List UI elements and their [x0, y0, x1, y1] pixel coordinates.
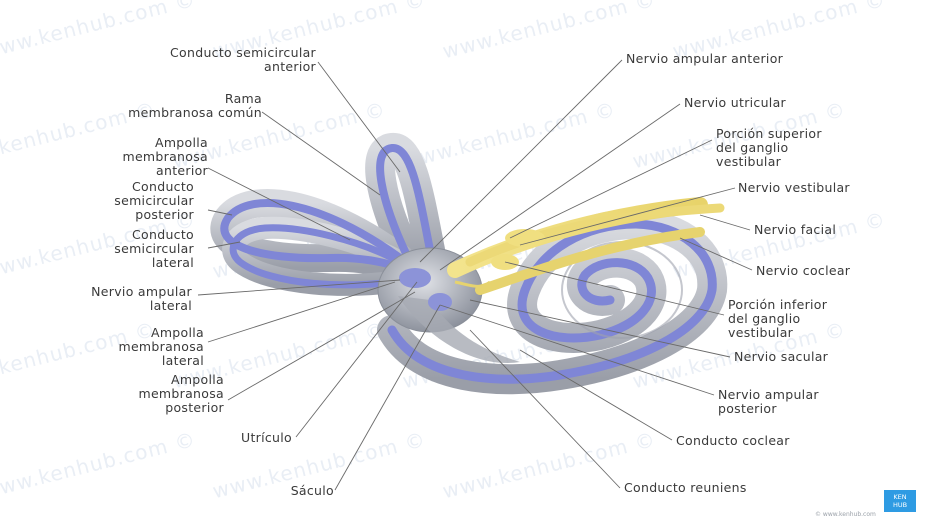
saccule: [428, 293, 452, 311]
label-porcion-superior-ganglio: Porción superior del ganglio vestibular: [716, 127, 822, 169]
label-nervio-ampular-anterior: Nervio ampular anterior: [626, 52, 783, 66]
label-nervio-sacular: Nervio sacular: [734, 350, 828, 364]
label-nervio-facial: Nervio facial: [754, 223, 836, 237]
label-ampolla-membranosa-lateral: Ampolla membranosa lateral: [118, 326, 204, 368]
label-nervio-coclear: Nervio coclear: [756, 264, 850, 278]
label-conducto-semicircular-posterior: Conducto semicircular posterior: [114, 180, 194, 222]
label-ampolla-membranosa-posterior: Ampolla membranosa posterior: [138, 373, 224, 415]
label-ampolla-membranosa-anterior: Ampolla membranosa anterior: [122, 136, 208, 178]
label-nervio-ampular-posterior: Nervio ampular posterior: [718, 388, 819, 416]
label-saculo: Sáculo: [291, 484, 334, 498]
label-conducto-semicircular-lateral: Conducto semicircular lateral: [114, 228, 194, 270]
label-nervio-ampular-lateral: Nervio ampular lateral: [91, 285, 192, 313]
kenhub-logo: KEN HUB: [884, 490, 916, 512]
credit-text: © www.kenhub.com: [815, 511, 876, 518]
label-rama-membranosa-comun: Rama membranosa común: [128, 92, 262, 120]
label-utriculo: Utrículo: [241, 431, 292, 445]
label-conducto-reuniens: Conducto reuniens: [624, 481, 747, 495]
label-conducto-coclear: Conducto coclear: [676, 434, 790, 448]
logo-line-2: HUB: [884, 501, 916, 509]
label-nervio-utricular: Nervio utricular: [684, 96, 786, 110]
logo-line-1: KEN: [884, 493, 916, 501]
label-porcion-inferior-ganglio: Porción inferior del ganglio vestibular: [728, 298, 827, 340]
label-nervio-vestibular: Nervio vestibular: [738, 181, 850, 195]
label-conducto-semicircular-anterior: Conducto semicircular anterior: [170, 46, 316, 74]
